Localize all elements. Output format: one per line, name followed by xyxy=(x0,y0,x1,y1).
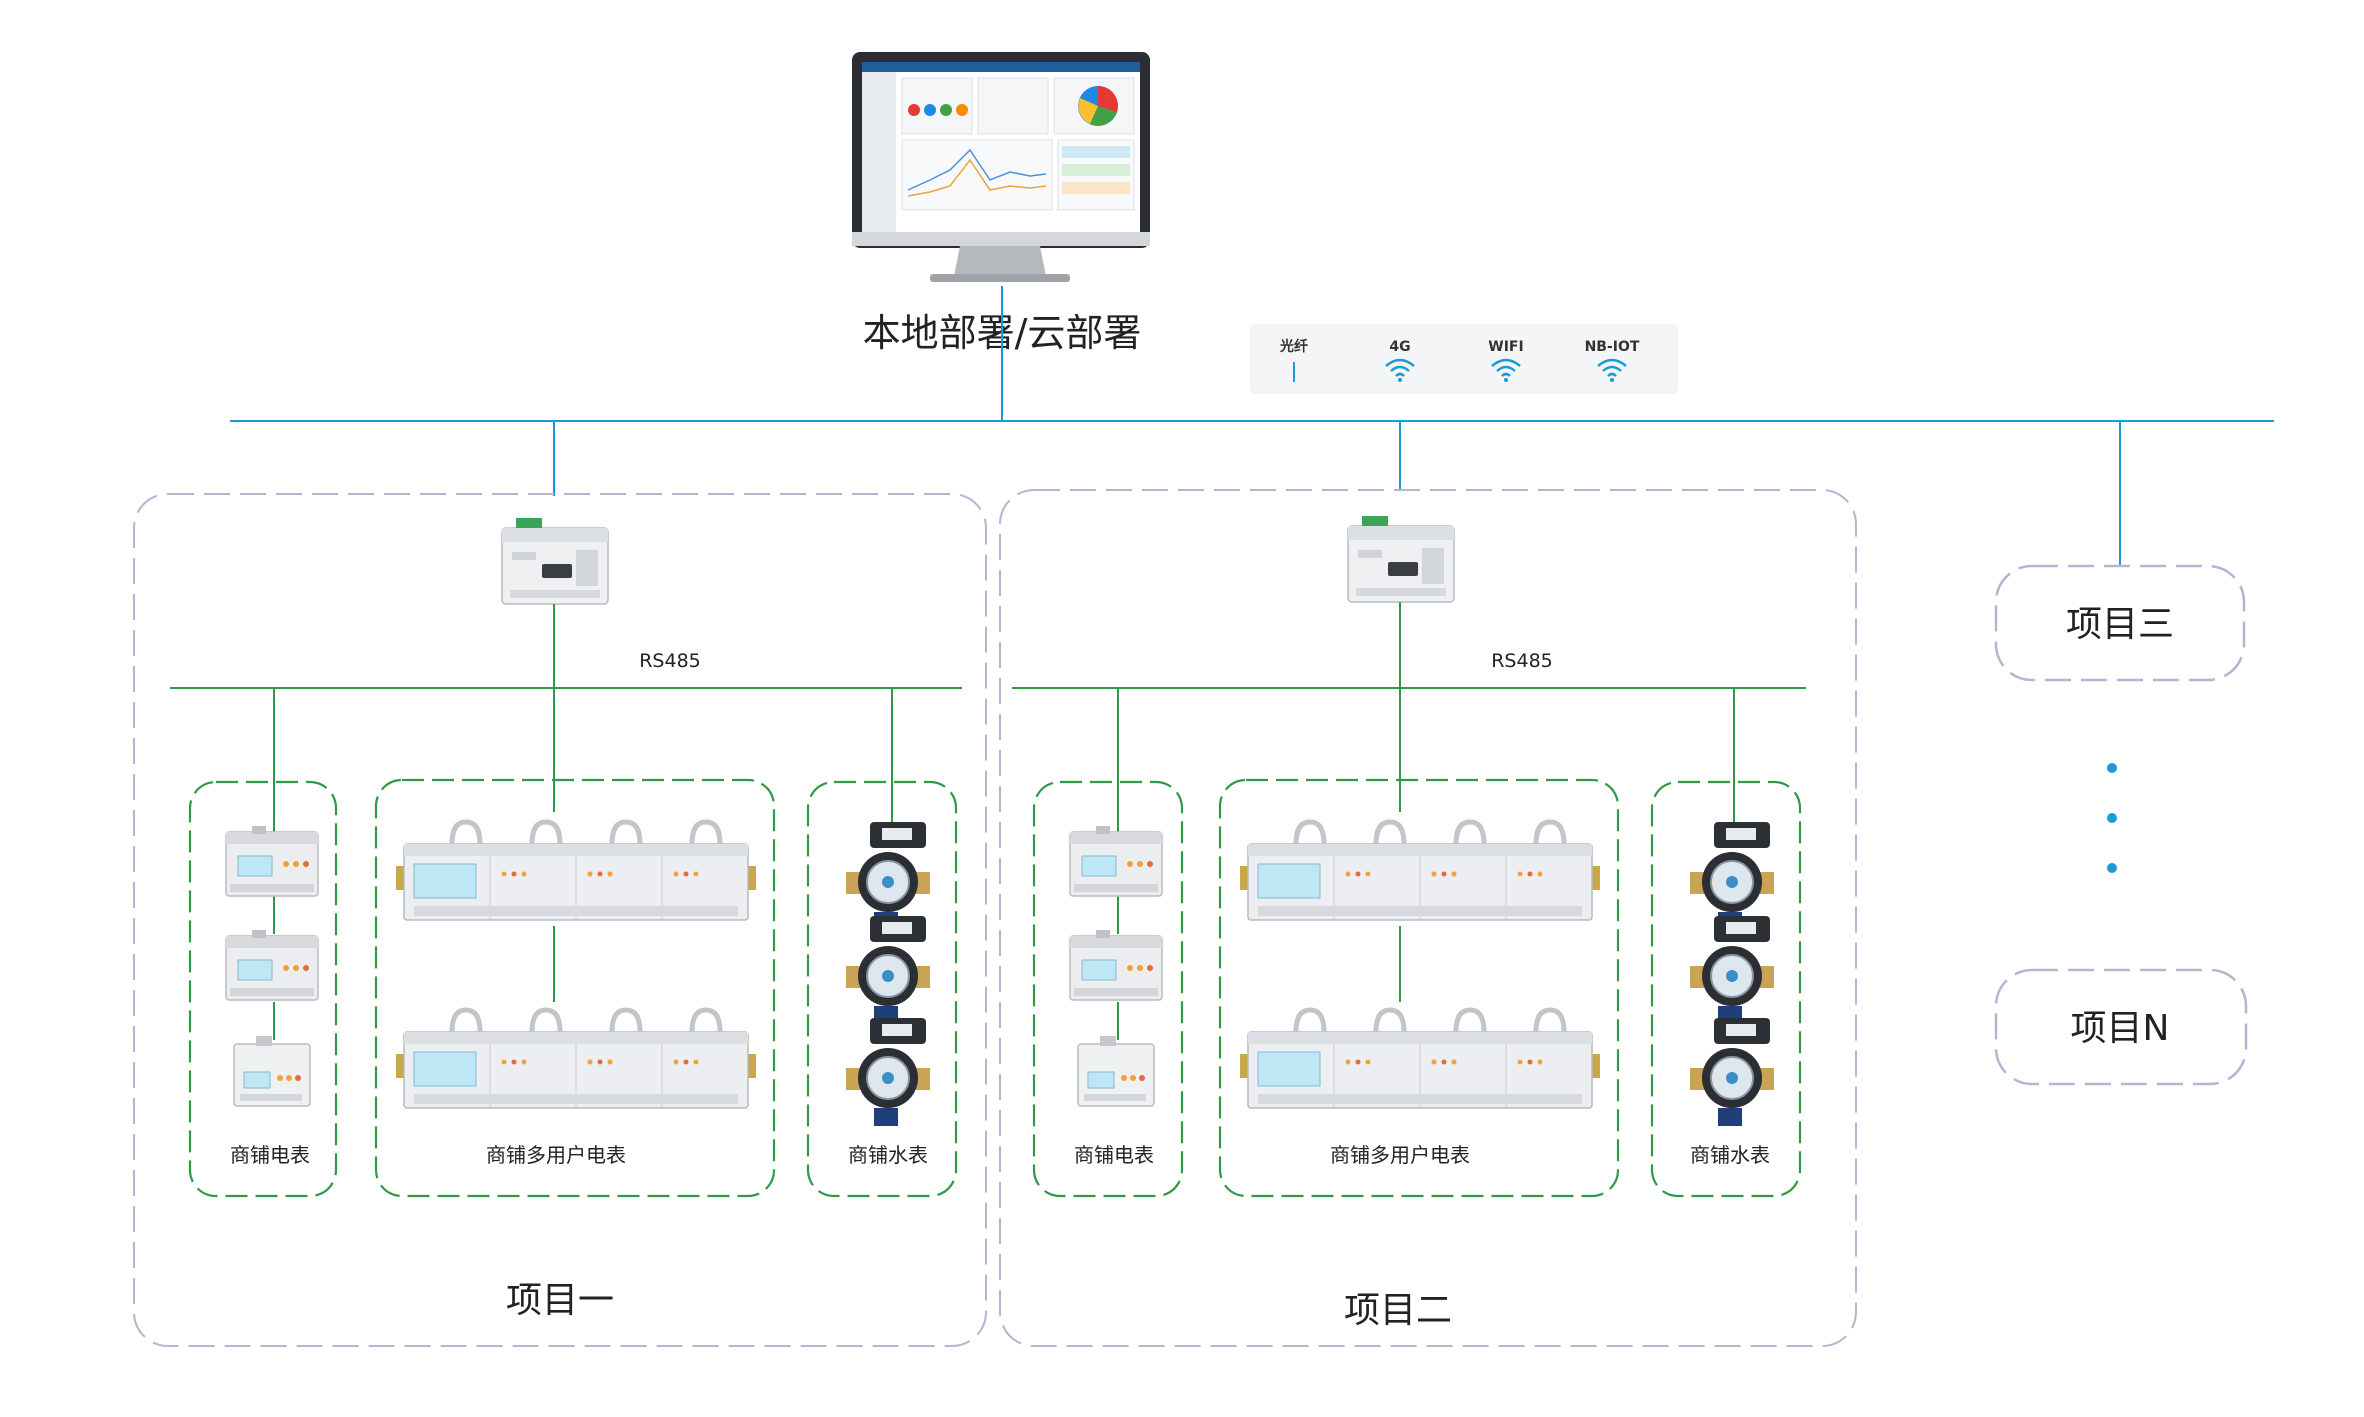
project-one-box xyxy=(133,493,987,1347)
ellipsis-dot xyxy=(2107,813,2117,823)
compact-meter-device xyxy=(1077,1035,1155,1107)
single-meter-group-label: 商铺电表 xyxy=(1074,1143,1154,1167)
water-meter-group xyxy=(1650,780,1802,1198)
water-meter-device xyxy=(845,821,931,931)
single-meter-device xyxy=(1069,929,1163,1001)
water-meter-group xyxy=(806,780,958,1198)
multi-meter-group-label: 商铺多用户电表 xyxy=(486,1143,626,1167)
project-n-box xyxy=(1994,968,2248,1086)
ellipsis-dot xyxy=(2107,763,2117,773)
multi-meter-group xyxy=(374,778,776,1198)
multi-meter-device xyxy=(396,822,756,920)
water-meter-device xyxy=(1689,915,1775,1025)
water-meter-group-label: 商铺水表 xyxy=(848,1143,928,1167)
multi-meter-device xyxy=(1240,822,1600,920)
network-wifi-label: WIFI xyxy=(1488,339,1523,355)
backbone-lines xyxy=(230,286,2274,566)
single-meter-device xyxy=(225,929,319,1001)
ellipsis-dot xyxy=(2107,863,2117,873)
project-three-label: 项目三 xyxy=(2066,604,2174,645)
project-two-label: 项目二 xyxy=(1344,1290,1452,1331)
single-meter-group xyxy=(188,780,338,1198)
project-three-box xyxy=(1994,564,2246,682)
water-meter-group-label: 商铺水表 xyxy=(1690,1143,1770,1167)
water-meter-device xyxy=(1689,821,1775,931)
multi-meter-device xyxy=(1240,1010,1600,1108)
compact-meter-device xyxy=(233,1035,311,1107)
monitor xyxy=(852,52,1150,282)
rs485-label: RS485 xyxy=(639,650,701,672)
project-n-label: 项目N xyxy=(2071,1008,2170,1049)
water-meter-device xyxy=(845,915,931,1025)
multi-meter-device xyxy=(396,1010,756,1108)
project-one-label: 项目一 xyxy=(506,1280,614,1321)
rs485-bus xyxy=(1012,602,1806,1044)
gateway-device xyxy=(1347,515,1455,603)
network-nbiot-label: NB-IOT xyxy=(1585,339,1640,355)
project-two-box xyxy=(999,489,1857,1347)
water-meter-device xyxy=(1689,1017,1775,1127)
single-meter-device xyxy=(1069,825,1163,897)
network-types-panel: 光纤 4G WIFI NB-IOT xyxy=(1250,324,1678,394)
network-fiber-label: 光纤 xyxy=(1279,338,1308,355)
rs485-label: RS485 xyxy=(1491,650,1553,672)
network-4g-label: 4G xyxy=(1389,339,1410,355)
multi-meter-group xyxy=(1218,778,1620,1198)
multi-meter-group-label: 商铺多用户电表 xyxy=(1330,1143,1470,1167)
single-meter-group-label: 商铺电表 xyxy=(230,1143,310,1167)
single-meter-group xyxy=(1032,780,1184,1198)
gateway-device xyxy=(501,517,609,605)
single-meter-device xyxy=(225,825,319,897)
water-meter-device xyxy=(845,1017,931,1127)
